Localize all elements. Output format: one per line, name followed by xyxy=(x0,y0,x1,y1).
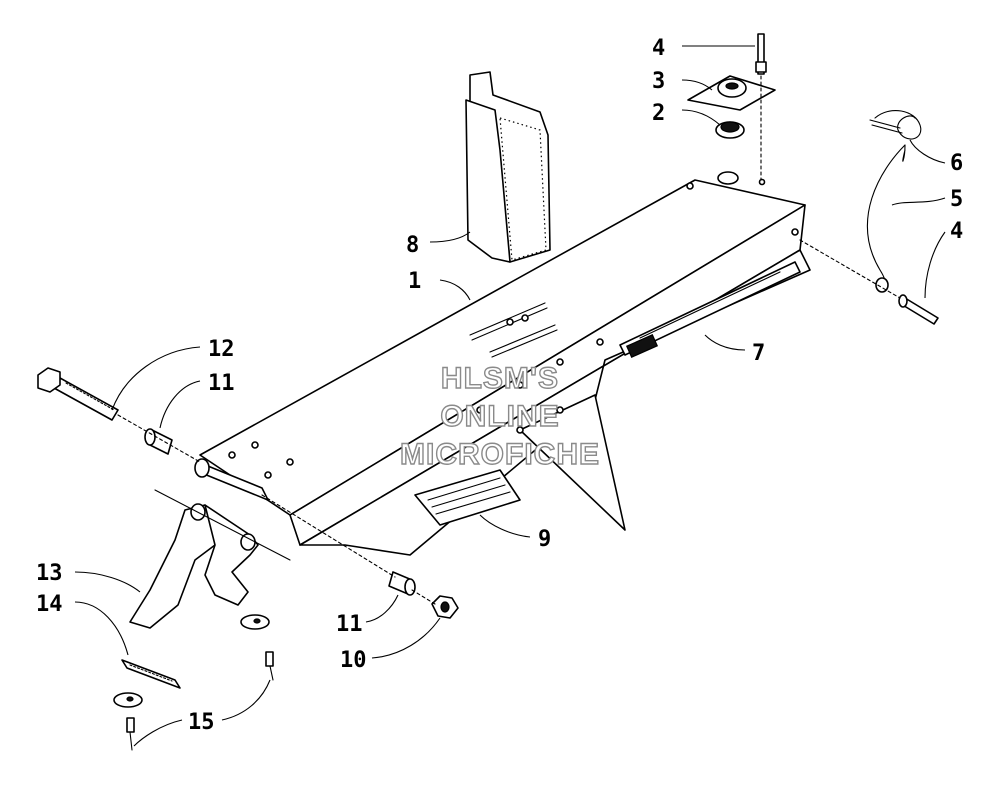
rivet-part-15-a xyxy=(265,651,274,681)
callout-10: 10 xyxy=(340,648,367,673)
callout-8: 8 xyxy=(406,233,419,258)
decal-part-7 xyxy=(619,261,801,358)
clip-part-6 xyxy=(869,109,922,140)
foam-pad-part-8 xyxy=(465,71,551,263)
leader-11-bottom xyxy=(365,594,399,623)
callout-2: 2 xyxy=(652,101,665,126)
bushing-part-11-right xyxy=(388,571,416,596)
callout-9: 9 xyxy=(538,527,551,552)
main-pan-part-1 xyxy=(194,171,811,556)
pad-part-14 xyxy=(121,659,181,689)
washer-part-15-a xyxy=(240,614,270,630)
watermark-line-3: MICROFICHE xyxy=(400,438,600,471)
callout-4-top: 4 xyxy=(652,36,665,61)
callout-6: 6 xyxy=(950,151,963,176)
callout-14: 14 xyxy=(36,592,63,617)
callout-11-top: 11 xyxy=(208,371,235,396)
watermark-line-2: ONLINE xyxy=(440,400,559,433)
leader-13 xyxy=(74,571,141,593)
nut-part-10 xyxy=(431,595,459,619)
grommet-part-2 xyxy=(715,121,745,139)
watermark: HLSM'S ONLINE MICROFICHE xyxy=(399,361,600,471)
bracket-part-13 xyxy=(129,489,291,629)
leader-3 xyxy=(681,79,713,91)
leader-2 xyxy=(681,109,721,126)
leader-15-b xyxy=(133,719,183,747)
rivet-part-15-b xyxy=(126,717,135,751)
watermark-line-1: HLSM'S xyxy=(441,362,559,395)
leader-14 xyxy=(74,601,129,656)
callout-7: 7 xyxy=(752,341,765,366)
leader-5 xyxy=(891,197,946,206)
tether-cable-part-5 xyxy=(866,144,906,286)
callout-5: 5 xyxy=(950,187,963,212)
callout-12: 12 xyxy=(208,337,235,362)
callout-13: 13 xyxy=(36,561,63,586)
callout-1: 1 xyxy=(408,269,421,294)
callout-3: 3 xyxy=(652,69,665,94)
leader-4-right xyxy=(924,231,946,299)
leader-8 xyxy=(429,231,471,243)
leader-6 xyxy=(909,139,946,164)
leader-9 xyxy=(479,514,531,538)
leader-1 xyxy=(439,279,471,301)
leader-10 xyxy=(371,617,441,659)
bolt-part-12 xyxy=(37,367,119,421)
pin-part-4-right xyxy=(799,239,939,325)
washer-part-15-b xyxy=(113,692,143,708)
callout-4-right: 4 xyxy=(950,219,963,244)
callout-11-bottom: 11 xyxy=(336,612,363,637)
cup-washer-part-3 xyxy=(687,75,776,111)
decal-part-9 xyxy=(414,469,521,526)
callout-15: 15 xyxy=(188,710,215,735)
leader-11-top xyxy=(159,380,201,429)
pin-part-4-top xyxy=(755,33,767,181)
leader-12 xyxy=(111,346,201,411)
leader-15-a xyxy=(221,679,271,721)
leader-7 xyxy=(704,334,746,351)
